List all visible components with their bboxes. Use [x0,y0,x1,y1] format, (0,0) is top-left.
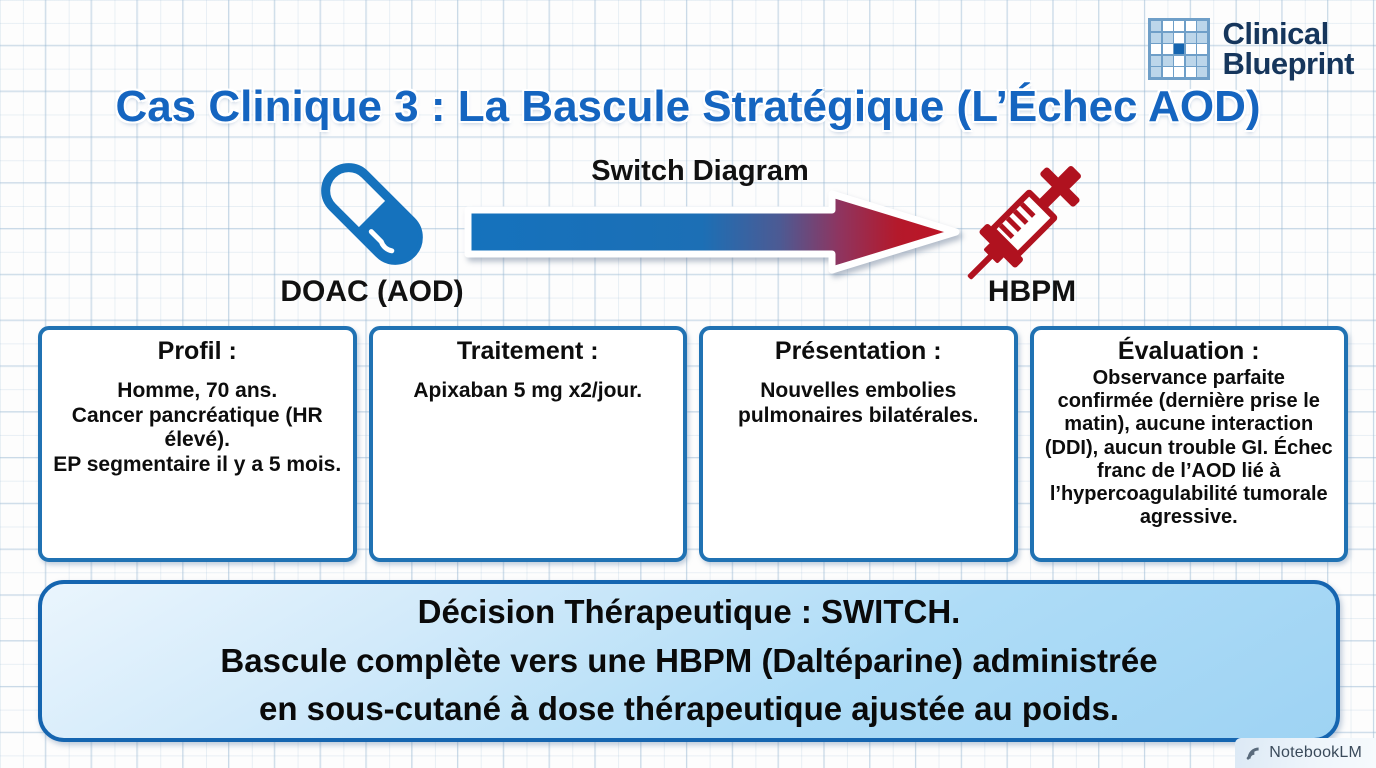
logo-grid-cell [1162,32,1173,43]
syringe-icon [967,166,1081,280]
card-traitement: Traitement : Apixaban 5 mg x2/jour. [368,326,687,562]
logo-grid-cell [1151,44,1162,54]
logo-grid-cell [1162,44,1173,54]
logo-grid-cell [1197,44,1208,54]
logo-grid-cell [1185,32,1196,43]
pill-capsule-icon [321,163,423,265]
switch-diagram-label: Switch Diagram [591,155,809,187]
card-profil-body: Homme, 70 ans. Cancer pancréatique (HR é… [53,379,342,476]
switch-arrow [464,190,960,274]
logo-grid-cell [1151,55,1162,66]
card-evaluation-body: Observance parfaite confirmée (dernière … [1044,367,1333,529]
decision-banner-text: Décision Thérapeutique : SWITCH. Bascule… [220,593,1158,728]
logo-grid-cell [1162,21,1173,31]
card-traitement-body: Apixaban 5 mg x2/jour. [413,379,643,402]
logo-grid-cell [1162,55,1173,66]
card-presentation: Présentation : Nouvelles embolies pulmon… [699,326,1018,562]
logo-grid-cell [1174,67,1185,77]
card-traitement-title: Traitement : [456,337,599,365]
logo-grid-cell [1185,21,1196,31]
logo-grid-cell [1197,67,1208,77]
logo-grid-cell [1174,21,1185,31]
logo-grid-cell [1185,44,1196,54]
logo-grid-cell [1151,67,1162,77]
brand-name-line1: Clinical [1222,15,1329,51]
brand-name-line2: Blueprint [1222,46,1354,81]
logo-grid-cell [1174,32,1185,43]
card-presentation-body: Nouvelles embolies pulmonaires bilatéral… [738,379,979,427]
decision-banner: Décision Thérapeutique : SWITCH. Bascule… [38,580,1340,742]
doac-label: DOAC (AOD) [280,275,464,308]
card-presentation-title: Présentation : [774,337,942,365]
hbpm-label: HBPM [987,275,1077,308]
notebooklm-watermark: NotebookLM [1235,738,1376,768]
blueprint-grid-icon [1148,18,1211,80]
card-profil-title: Profil : [157,337,237,365]
logo-grid-cell [1185,55,1196,66]
card-evaluation: Évaluation : Observance parfaite confirm… [1029,326,1348,562]
card-evaluation-title: Évaluation : [1117,337,1260,365]
logo-grid-cell [1197,21,1208,31]
notebooklm-label: NotebookLM [1269,744,1362,761]
slide-title: Cas Clinique 3 : La Bascule Stratégique … [115,82,1261,131]
brand-logo: Clinical Blueprint [1148,18,1354,80]
logo-grid-cell [1174,44,1185,54]
logo-grid-cell [1185,67,1196,77]
logo-grid-cell [1197,55,1208,66]
logo-grid-cell [1174,55,1185,66]
brand-name: Clinical Blueprint [1222,15,1354,81]
logo-grid-cell [1197,32,1208,43]
notebooklm-spiral-icon [1246,747,1259,760]
card-profil: Profil : Homme, 70 ans. Cancer pancréati… [38,326,357,562]
logo-grid-cell [1151,21,1162,31]
case-cards-row: Profil : Homme, 70 ans. Cancer pancréati… [38,326,1348,562]
logo-grid-cell [1162,67,1173,77]
logo-grid-cell [1151,32,1162,43]
